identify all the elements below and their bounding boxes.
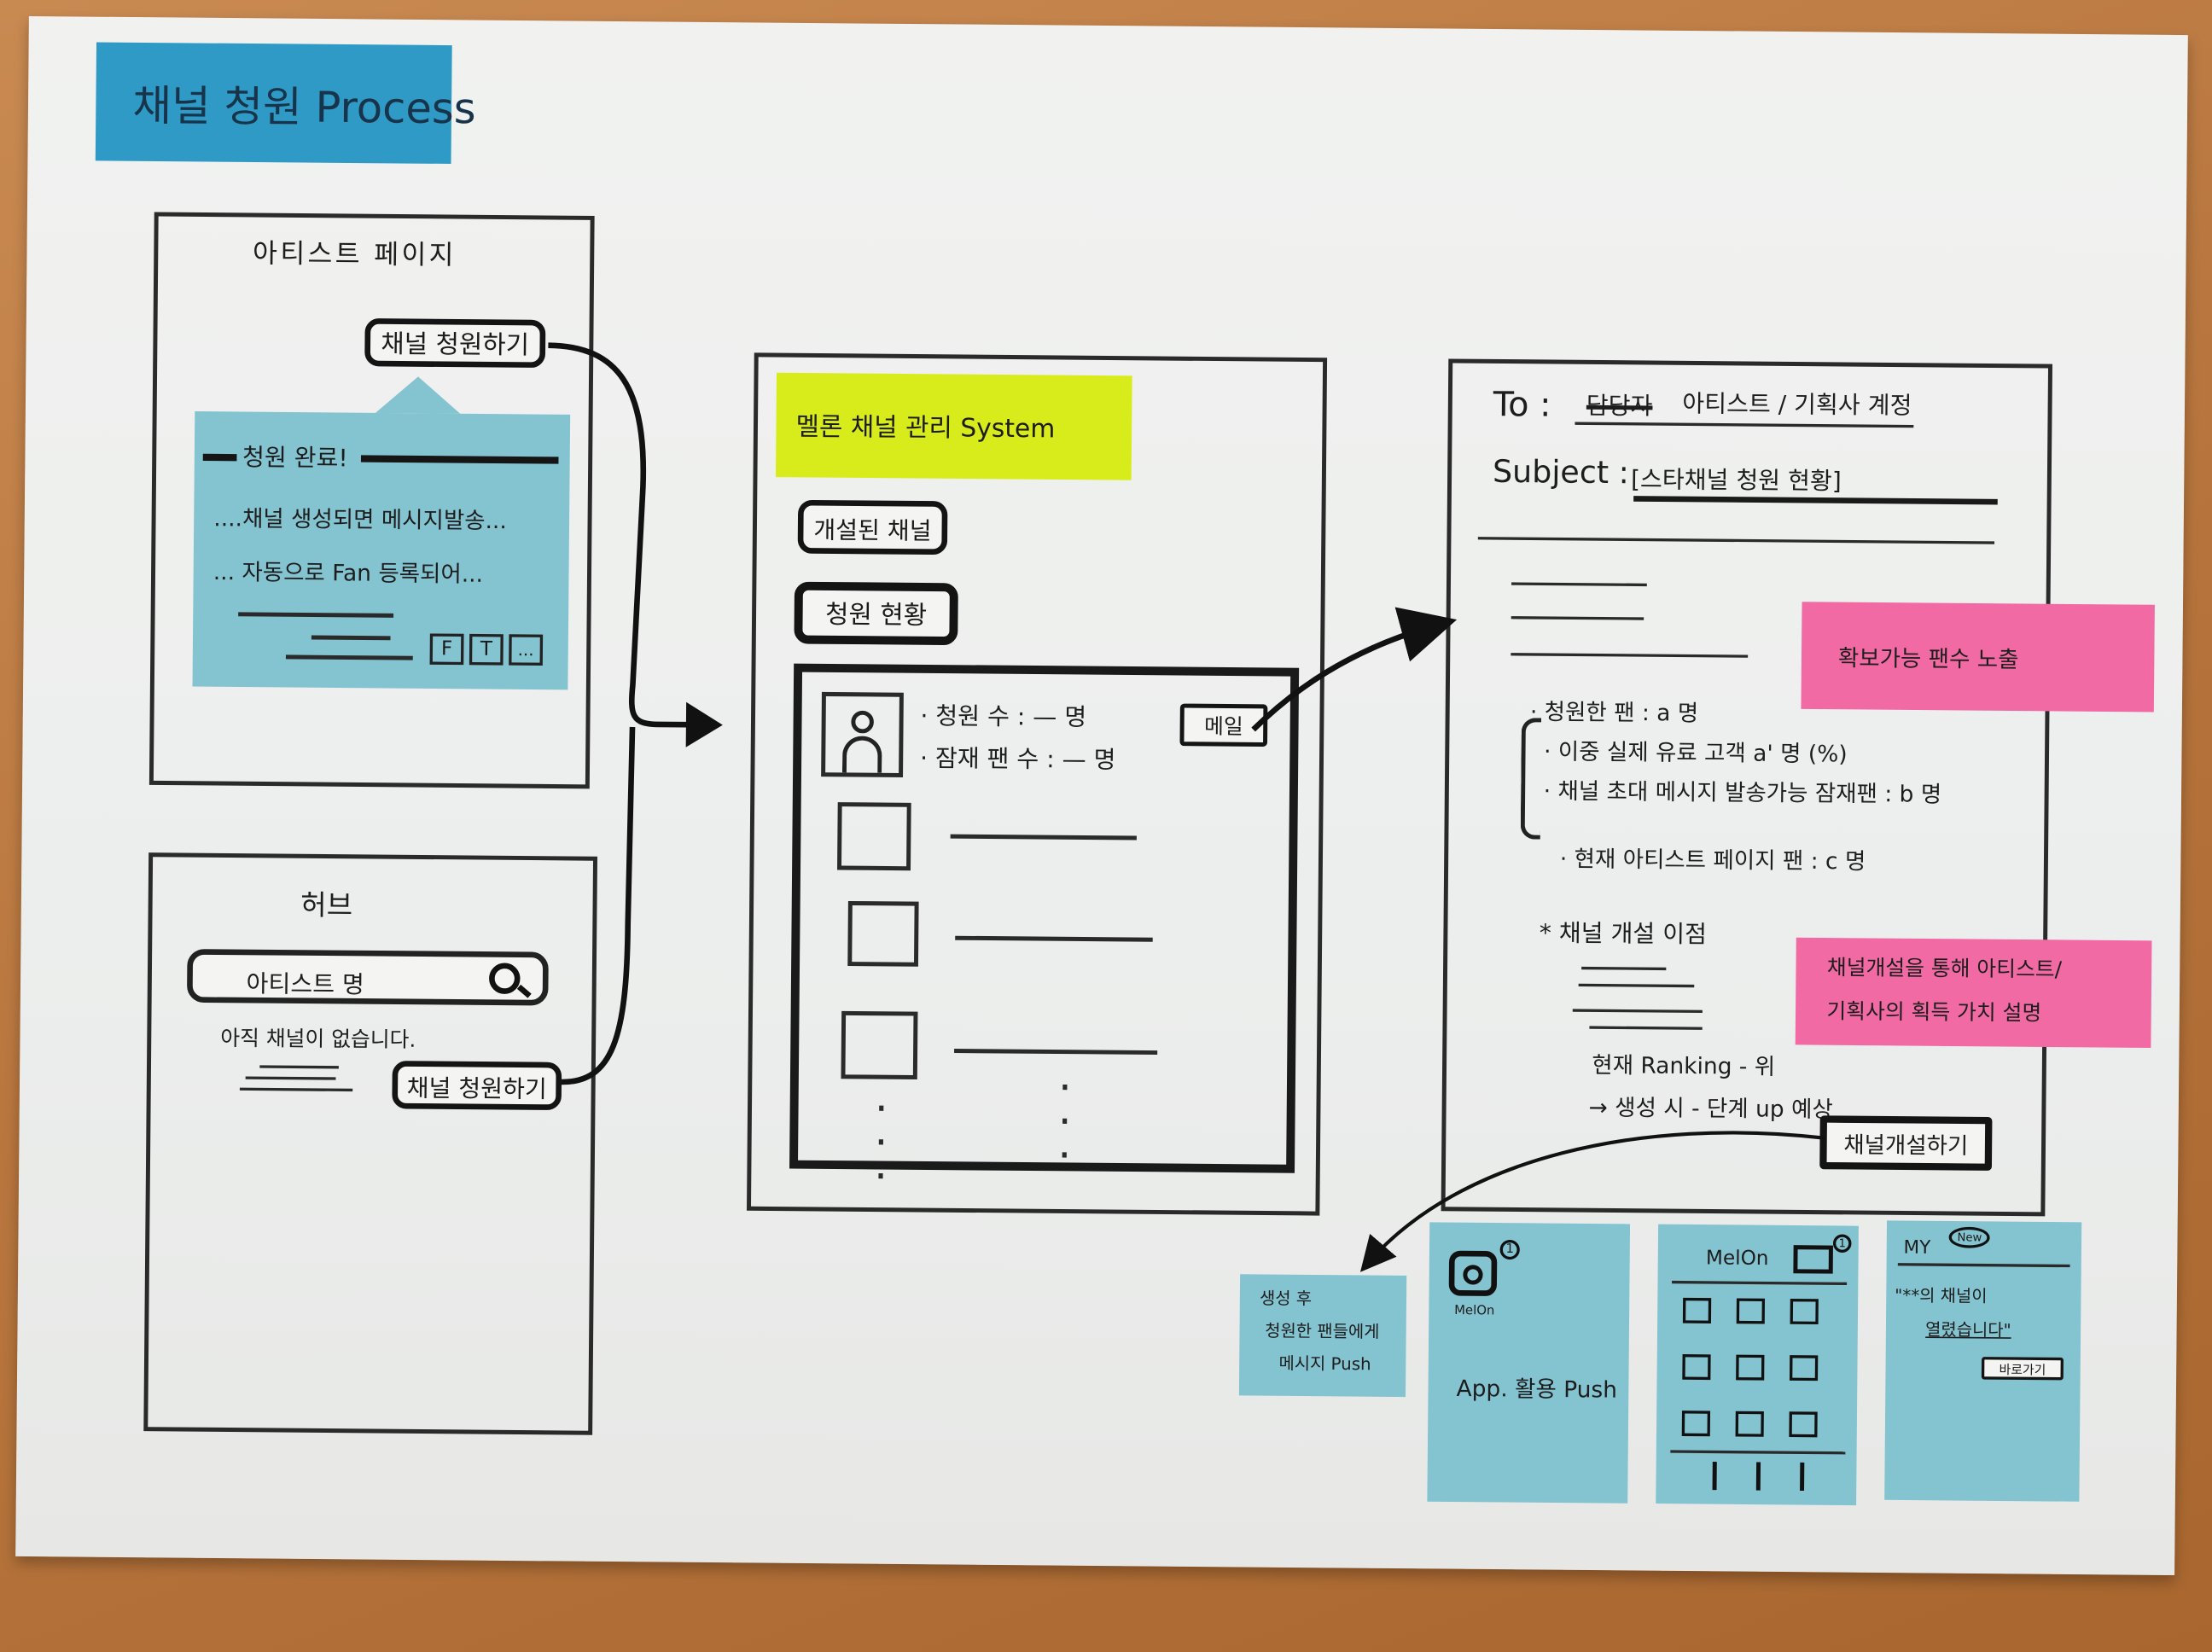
artist-to-system-arrow [548, 342, 698, 728]
mail-to-email-arrow [1251, 607, 1458, 732]
sketch-content: 채널 청원 Process 아티스트 페이지 채널 청원하기 청원 완료! ..… [15, 16, 2188, 1576]
hub-to-system-arrow [562, 726, 636, 1085]
flow-arrows [548, 342, 1826, 1272]
sketch-paper: 채널 청원 Process 아티스트 페이지 채널 청원하기 청원 완료! ..… [15, 15, 2188, 1576]
system-arrowhead [685, 701, 723, 747]
open-to-push-arrow [1359, 1131, 1826, 1272]
